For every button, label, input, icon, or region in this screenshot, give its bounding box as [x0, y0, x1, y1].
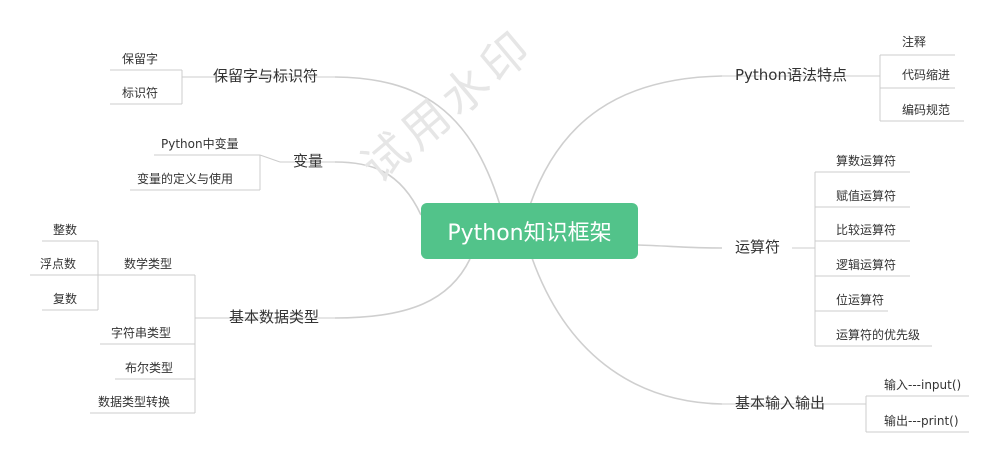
- branch-syntax[interactable]: Python语法特点: [735, 66, 847, 84]
- leaf-complex[interactable]: 复数: [53, 292, 78, 306]
- leaf-comparison-operators[interactable]: 比较运算符: [836, 223, 897, 237]
- leaf-input[interactable]: 输入---input(): [884, 378, 962, 392]
- leaf-boolean-type[interactable]: 布尔类型: [125, 361, 174, 375]
- leaf-output[interactable]: 输出---print(): [884, 414, 959, 428]
- branch-variables[interactable]: 变量: [293, 152, 324, 170]
- leaf-arithmetic-operators[interactable]: 算数运算符: [836, 154, 897, 168]
- branch-reserved-words[interactable]: 保留字与标识符: [213, 67, 319, 85]
- leaf-assignment-operators[interactable]: 赋值运算符: [836, 189, 897, 203]
- branch-basic-data-types[interactable]: 基本数据类型: [229, 308, 320, 326]
- branch-io[interactable]: 基本输入输出: [735, 394, 826, 412]
- leaf-coding-standards[interactable]: 编码规范: [902, 103, 951, 117]
- leaf-logical-operators[interactable]: 逻辑运算符: [836, 258, 897, 272]
- leaf-identifiers[interactable]: 标识符: [122, 86, 159, 100]
- leaf-python-variables[interactable]: Python中变量: [161, 137, 239, 151]
- leaf-numeric-types[interactable]: 数学类型: [124, 257, 173, 271]
- leaf-float[interactable]: 浮点数: [40, 257, 77, 271]
- branch-operators[interactable]: 运算符: [735, 238, 781, 256]
- leaf-type-conversion[interactable]: 数据类型转换: [98, 395, 171, 409]
- leaf-variable-definition-usage[interactable]: 变量的定义与使用: [137, 172, 234, 186]
- root-node[interactable]: Python知识框架: [421, 203, 638, 259]
- leaf-reserved-words[interactable]: 保留字: [122, 52, 159, 66]
- leaf-indentation[interactable]: 代码缩进: [902, 68, 951, 82]
- leaf-bitwise-operators[interactable]: 位运算符: [836, 293, 885, 307]
- leaf-integer[interactable]: 整数: [53, 223, 78, 237]
- leaf-comments[interactable]: 注释: [902, 35, 927, 49]
- leaf-string-type[interactable]: 字符串类型: [111, 326, 172, 340]
- leaf-operator-precedence[interactable]: 运算符的优先级: [836, 328, 921, 342]
